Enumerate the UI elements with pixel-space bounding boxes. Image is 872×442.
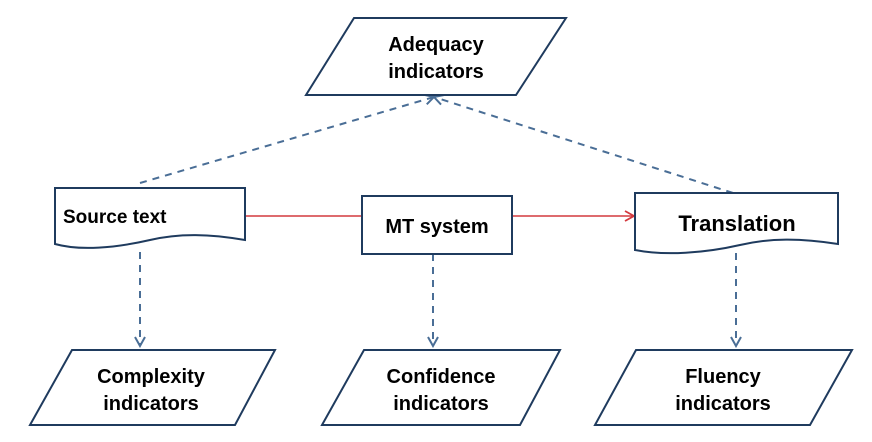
node-source-text: Source text	[54, 187, 246, 249]
node-confidence-indicators: Confidence indicators	[320, 349, 562, 426]
adequacy-label-line2: indicators	[388, 61, 484, 83]
translation-label: Translation	[678, 211, 795, 236]
translation-shape	[634, 192, 839, 255]
fluency-shape	[593, 349, 854, 426]
node-complexity-indicators: Complexity indicators	[28, 349, 277, 426]
complexity-label-line1: Complexity	[97, 366, 206, 388]
complexity-label-line2: indicators	[103, 393, 199, 415]
source-text-label: Source text	[63, 207, 167, 228]
node-adequacy-indicators: Adequacy indicators	[304, 17, 568, 96]
edge-translation-to-adequacy	[434, 97, 734, 194]
fluency-label-line1: Fluency	[685, 366, 761, 388]
fluency-label-line2: indicators	[675, 393, 771, 415]
mt-system-shape	[361, 195, 513, 255]
adequacy-label-line1: Adequacy	[388, 34, 484, 56]
adequacy-shape	[304, 17, 568, 96]
source-text-shape	[54, 187, 246, 249]
mt-system-label: MT system	[385, 216, 488, 238]
confidence-shape	[320, 349, 562, 426]
edge-source-to-adequacy	[139, 97, 434, 184]
node-translation: Translation	[634, 192, 839, 255]
confidence-label-line1: Confidence	[387, 366, 496, 388]
confidence-label-line2: indicators	[393, 393, 489, 415]
complexity-shape	[28, 349, 277, 426]
node-mt-system: MT system	[361, 195, 513, 255]
node-fluency-indicators: Fluency indicators	[593, 349, 854, 426]
edges	[140, 97, 736, 346]
